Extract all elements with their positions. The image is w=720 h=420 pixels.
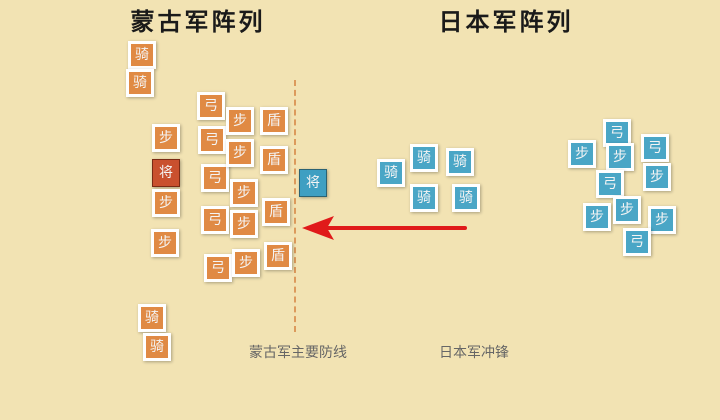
mongol-unit-tile: 步 (226, 139, 254, 167)
mongol-unit-tile: 盾 (260, 146, 288, 174)
japan-unit-tile: 骑 (446, 148, 474, 176)
mongol-unit-tile: 弓 (201, 206, 229, 234)
mongol-unit-tile: 骑 (128, 41, 156, 69)
japan-unit-tile: 步 (606, 143, 634, 171)
japan-unit-tile: 弓 (596, 170, 624, 198)
japan-unit-tile: 弓 (603, 119, 631, 147)
mongol-unit-tile: 弓 (201, 164, 229, 192)
japan-unit-tile: 骑 (377, 159, 405, 187)
japan-unit-tile: 步 (568, 140, 596, 168)
japan-general-tile: 将 (299, 169, 327, 197)
japan-unit-tile: 步 (613, 196, 641, 224)
mongol-unit-tile: 弓 (197, 92, 225, 120)
mongol-unit-tile: 步 (151, 229, 179, 257)
mongol-general-tile: 将 (152, 159, 180, 187)
mongol-title: 蒙古军阵列 (130, 7, 266, 36)
mongol-unit-tile: 骑 (138, 304, 166, 332)
japan-unit-tile: 弓 (641, 134, 669, 162)
mongol-unit-tile: 步 (152, 124, 180, 152)
japan-title: 日本军阵列 (438, 7, 574, 36)
charge-label: 日本军冲锋 (439, 345, 509, 361)
mongol-unit-tile: 弓 (198, 126, 226, 154)
mongol-unit-tile: 骑 (126, 69, 154, 97)
japan-unit-tile: 骑 (452, 184, 480, 212)
japan-unit-tile: 步 (583, 203, 611, 231)
defense-line (294, 80, 296, 332)
defense-label: 蒙古军主要防线 (249, 345, 347, 361)
japan-unit-tile: 步 (648, 206, 676, 234)
japan-unit-tile: 弓 (623, 228, 651, 256)
japan-unit-tile: 步 (643, 163, 671, 191)
japan-unit-tile: 骑 (410, 184, 438, 212)
mongol-unit-tile: 弓 (204, 254, 232, 282)
mongol-unit-tile: 步 (230, 210, 258, 238)
mongol-unit-tile: 盾 (262, 198, 290, 226)
mongol-unit-tile: 步 (230, 179, 258, 207)
japan-unit-tile: 骑 (410, 144, 438, 172)
mongol-unit-tile: 步 (226, 107, 254, 135)
mongol-unit-tile: 步 (152, 189, 180, 217)
mongol-unit-tile: 盾 (260, 107, 288, 135)
mongol-unit-tile: 骑 (143, 333, 171, 361)
mongol-unit-tile: 步 (232, 249, 260, 277)
mongol-unit-tile: 盾 (264, 242, 292, 270)
